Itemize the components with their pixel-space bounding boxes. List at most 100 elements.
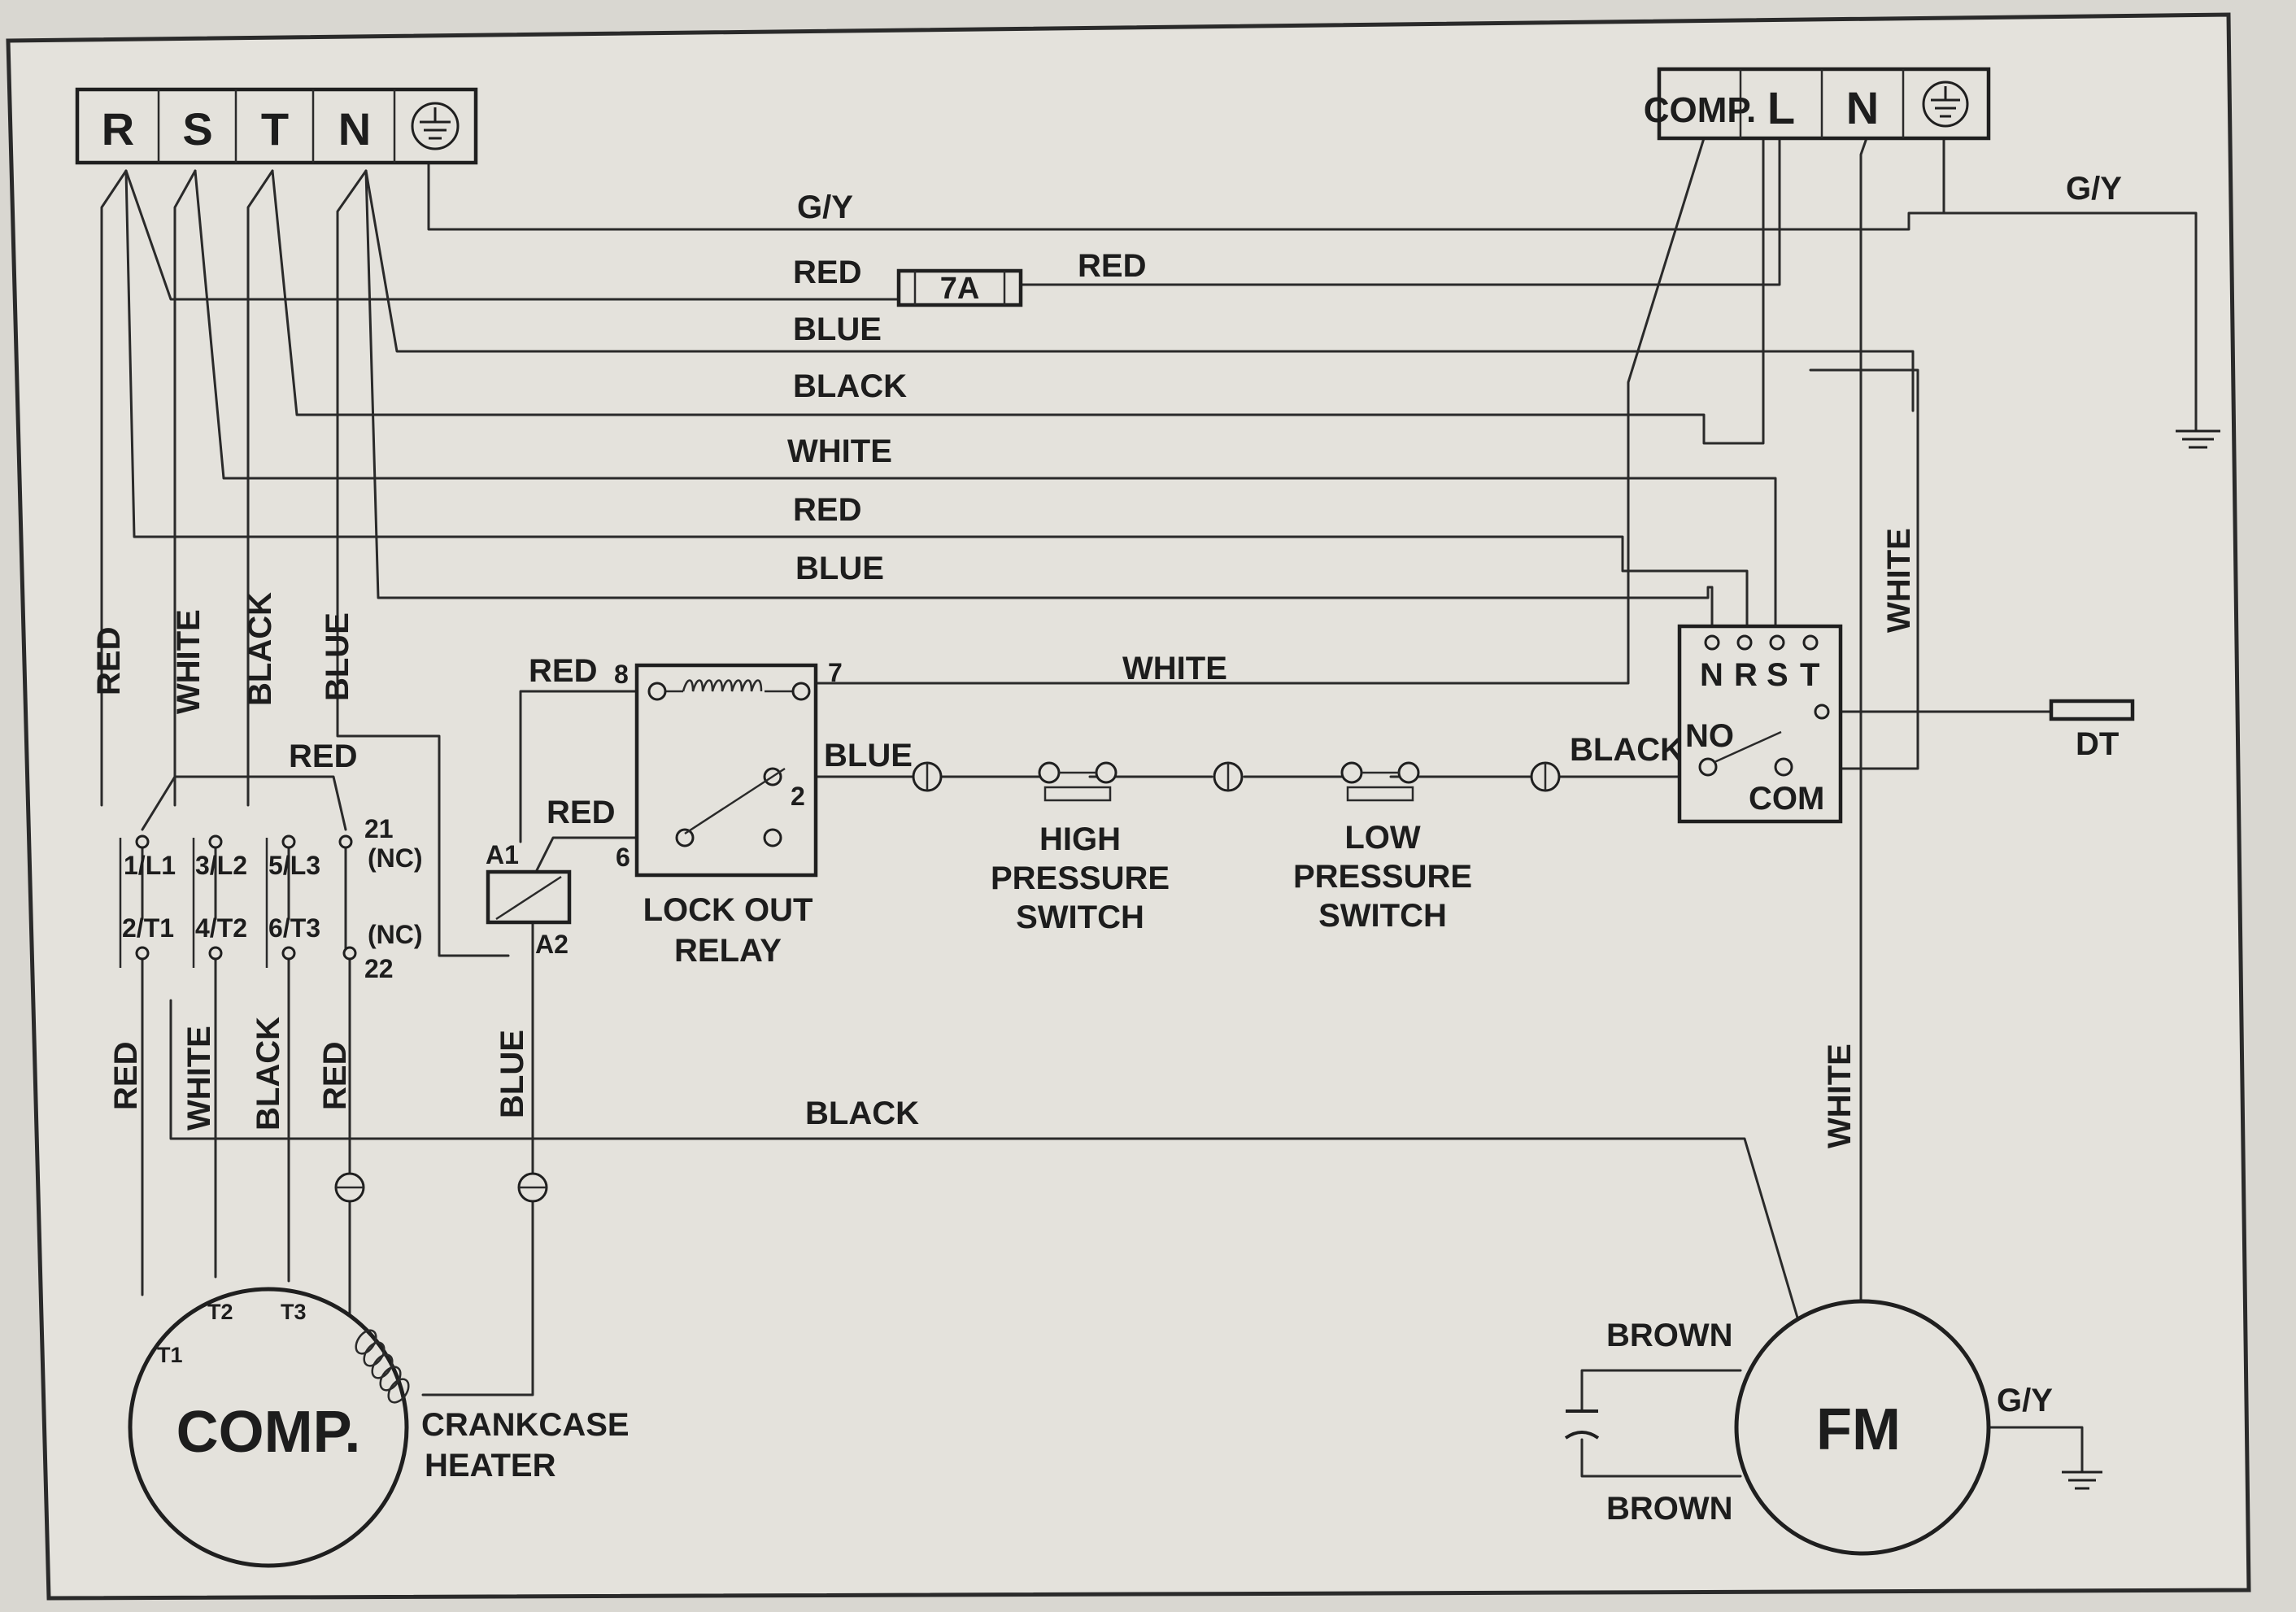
controller-n: N xyxy=(1700,657,1723,693)
connector-node-icon xyxy=(912,761,943,792)
coil-a1: A1 xyxy=(486,840,519,869)
label-white-vertical-right: WHITE xyxy=(1881,528,1917,633)
label-left-white: WHITE xyxy=(171,609,207,714)
compressor-t2: T2 xyxy=(207,1300,233,1324)
label-black-1: BLACK xyxy=(793,368,907,404)
controller-no: NO xyxy=(1685,718,1734,754)
wire-labels: G/Y RED RED BLUE BLACK WHITE RED BLUE G/… xyxy=(289,171,2122,1527)
vertical-labels: RED WHITE BLACK BLUE RED WHITE BLACK RED… xyxy=(91,528,1917,1148)
wire-comp-white xyxy=(812,137,1706,685)
contactor-3l2: 3/L2 xyxy=(195,851,247,880)
connector-node-icon xyxy=(334,1172,365,1203)
hps-line2: PRESSURE xyxy=(991,860,1170,896)
contactor: 1/L1 3/L2 5/L3 2/T1 4/T2 6/T3 21 (NC) (N… xyxy=(119,814,572,983)
ground-symbol-icon xyxy=(1922,81,1969,128)
wire-red-relay-top xyxy=(519,690,652,843)
controller-com: COM xyxy=(1749,781,1824,817)
relay-switch-arm xyxy=(684,767,786,835)
compressor-label: COMP. xyxy=(176,1400,361,1465)
fan-motor-label: FM xyxy=(1816,1397,1901,1462)
relay-coil-icon xyxy=(682,679,763,692)
label-blue-2: BLUE xyxy=(795,551,884,586)
connector-node-icon xyxy=(1530,761,1561,792)
wire-white-1 xyxy=(194,169,1777,628)
terminal-n: N xyxy=(338,103,371,155)
label-gy-right: G/Y xyxy=(2066,171,2122,207)
hps-line1: HIGH xyxy=(1039,821,1121,857)
label-black-controller: BLACK xyxy=(1570,732,1684,768)
wire-red-contactor xyxy=(141,775,347,831)
lockout-relay: 8 7 6 2 LOCK OUT RELAY xyxy=(614,658,843,969)
label-white-1: WHITE xyxy=(787,433,892,469)
wire-gy-top xyxy=(427,153,2198,433)
lps-line3: SWITCH xyxy=(1318,898,1447,934)
heater-label-line2: HEATER xyxy=(425,1448,556,1483)
contactor-6t3: 6/T3 xyxy=(268,913,320,943)
wire-blue-feed xyxy=(336,169,510,957)
contactor-poles xyxy=(141,840,347,953)
wire-brown xyxy=(1580,1369,1742,1478)
wires xyxy=(100,137,2198,1478)
contactor-5l3: 5/L3 xyxy=(268,851,320,880)
terminal-l: L xyxy=(1767,82,1795,133)
compressor-t1: T1 xyxy=(157,1343,183,1367)
label-lower-black: BLACK xyxy=(251,1017,286,1131)
label-blue-1: BLUE xyxy=(793,312,882,347)
wire-n-fm xyxy=(1859,137,1868,1303)
terminal-block-left: R S T N xyxy=(75,87,478,165)
label-lower-white: WHITE xyxy=(181,1026,217,1131)
compressor: COMP. T1 T2 T3 CRANKCASE HEATER xyxy=(128,1287,630,1568)
label-gy-top: G/Y xyxy=(797,190,853,225)
label-brown-top: BROWN xyxy=(1606,1318,1733,1353)
wire-black-bottom xyxy=(169,999,1799,1319)
relay-pin-6: 6 xyxy=(616,843,630,872)
label-white-relay: WHITE xyxy=(1122,651,1227,686)
label-red-relay-top: RED xyxy=(529,653,597,689)
wire-red-feed xyxy=(100,169,128,807)
capacitor-icon xyxy=(1564,1409,1600,1440)
compressor-t3: T3 xyxy=(281,1300,307,1324)
wire-gy-fm xyxy=(1983,1426,2084,1474)
contactor-aux-nc-top: (NC) xyxy=(368,843,423,873)
wire-blue-1 xyxy=(364,169,1915,412)
label-left-red: RED xyxy=(91,627,127,695)
connectors xyxy=(334,761,1561,1203)
label-lower-red: RED xyxy=(108,1042,144,1110)
controller-switch-arm xyxy=(1714,730,1782,764)
label-red-2: RED xyxy=(793,492,861,528)
wire-blue-coil-a2 xyxy=(421,917,534,1396)
wire-red-from-fuse xyxy=(1020,137,1781,286)
dt-sensor: DT xyxy=(2049,699,2135,762)
relay-pin-7: 7 xyxy=(828,658,843,687)
terminal-n-right: N xyxy=(1846,82,1879,133)
label-brown-bottom: BROWN xyxy=(1606,1491,1733,1527)
terminal-comp: COMP. xyxy=(1644,90,1757,130)
label-blue-a2: BLUE xyxy=(494,1030,530,1118)
connector-node-icon xyxy=(1213,761,1244,792)
wire-black-1 xyxy=(271,137,1765,445)
contactor-aux-nc-bottom: (NC) xyxy=(368,920,423,949)
label-left-blue: BLUE xyxy=(320,612,355,701)
contactor-4t2: 4/T2 xyxy=(195,913,247,943)
fuse-rating: 7A xyxy=(940,272,980,306)
label-red-coil-a1: RED xyxy=(547,795,615,830)
relay-pin-2: 2 xyxy=(791,782,805,811)
earth-ground-icon xyxy=(2062,1470,2102,1490)
label-lower-red-2: RED xyxy=(317,1042,353,1110)
wire-red-to-fuse xyxy=(124,169,900,301)
wire-red-2 xyxy=(124,169,1749,628)
label-black-bottom: BLACK xyxy=(805,1096,919,1131)
heater-coil-icon xyxy=(355,1329,410,1404)
relay-label-line1: LOCK OUT xyxy=(643,892,813,928)
diagram-frame xyxy=(6,12,2251,1601)
wire-white-feed xyxy=(173,169,197,807)
terminal-t: T xyxy=(261,103,289,155)
fan-motor: FM xyxy=(1564,1299,2102,1556)
wire-blue-2 xyxy=(364,169,1714,628)
low-pressure-switch: LOW PRESSURE SWITCH xyxy=(1293,761,1472,934)
controller: N R S T NO COM xyxy=(1677,624,1843,824)
label-red-to-fuse: RED xyxy=(793,255,861,290)
label-left-black: BLACK xyxy=(242,592,278,706)
label-gy-fm: G/Y xyxy=(1997,1383,2053,1418)
